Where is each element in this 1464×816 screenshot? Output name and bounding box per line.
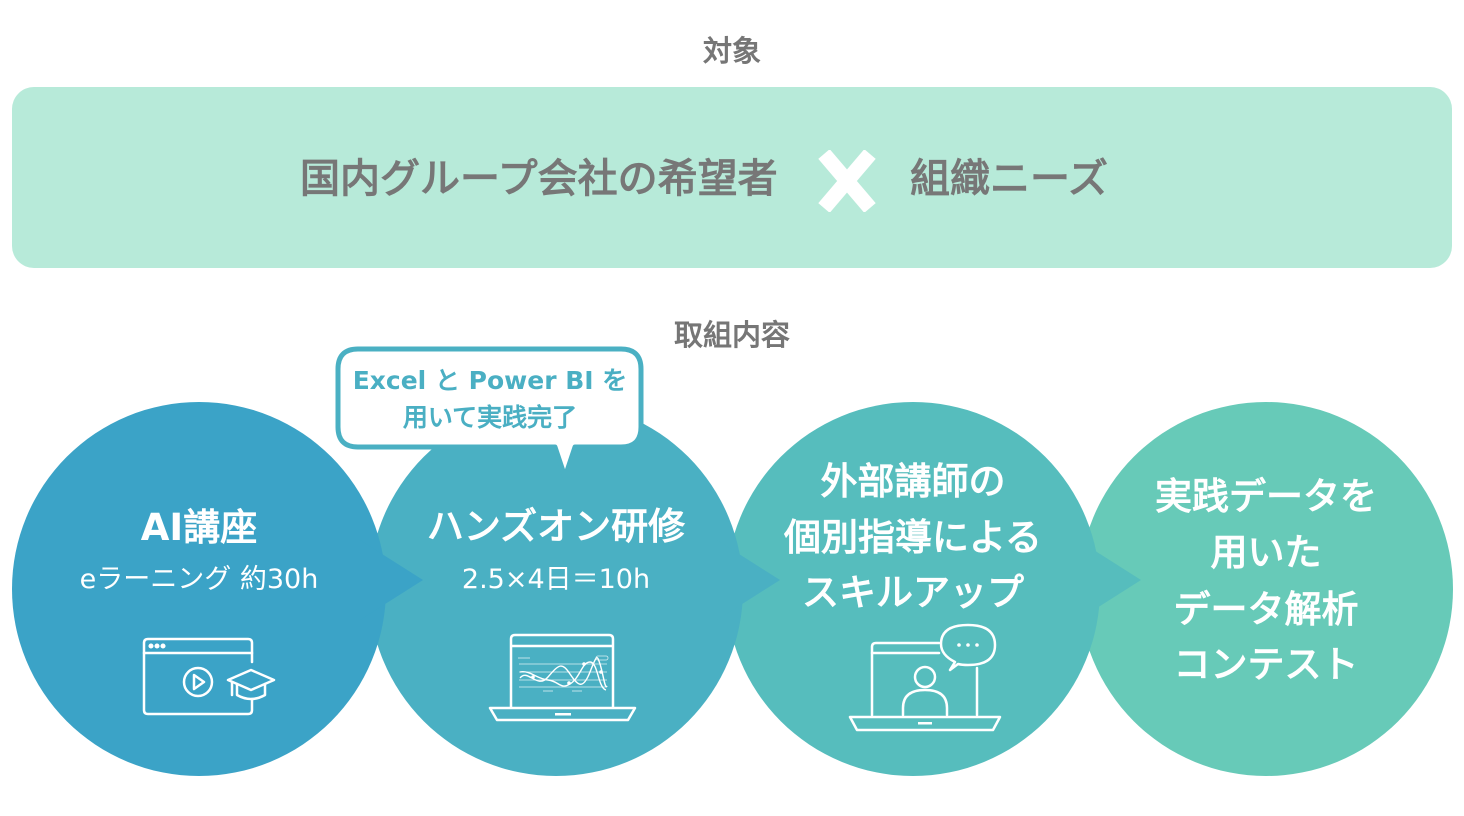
step-2-subtitle: 2.5×4日＝10h bbox=[461, 564, 651, 595]
elearning-video-graduation-icon bbox=[142, 637, 276, 716]
cross-icon bbox=[818, 150, 876, 212]
arrow-right-icon bbox=[1078, 540, 1141, 620]
step-4-title-line-3: データ解析 bbox=[1173, 588, 1359, 631]
callout-text-line-1: Excel と Power BI を bbox=[352, 366, 628, 395]
callout-text-line-2: 用いて実践完了 bbox=[402, 403, 578, 432]
target-audience-text: 国内グループ会社の希望者 bbox=[300, 156, 778, 202]
step-1-subtitle: eラーニング 約30h bbox=[79, 564, 319, 595]
video-call-laptop-icon bbox=[848, 623, 1002, 732]
step-3-circle bbox=[726, 402, 1141, 776]
step-4-title-line-4: コンテスト bbox=[1173, 643, 1359, 686]
step-2-title: ハンズオン研修 bbox=[426, 505, 686, 548]
step-2-circle bbox=[369, 402, 780, 776]
step-4-title-line-2: 用いた bbox=[1210, 531, 1322, 574]
target-section-label: 対象 bbox=[702, 34, 761, 68]
target-box bbox=[12, 87, 1452, 268]
step-4-title-line-1: 実践データを bbox=[1155, 475, 1377, 518]
arrow-right-icon bbox=[717, 540, 780, 620]
step-3-title-line-2: 個別指導による bbox=[784, 516, 1042, 559]
laptop-chart-icon bbox=[488, 633, 637, 722]
step-3-title-line-1: 外部講師の bbox=[820, 460, 1006, 503]
organization-needs-text: 組織ニーズ bbox=[910, 156, 1108, 202]
step-1-title: AI講座 bbox=[140, 506, 258, 549]
step-3-title-line-3: スキルアップ bbox=[802, 571, 1024, 614]
step-1-circle bbox=[12, 402, 423, 776]
callout-bubble bbox=[335, 346, 644, 480]
arrow-right-icon bbox=[360, 540, 423, 620]
activities-section-label: 取組内容 bbox=[673, 318, 790, 352]
step-4-circle bbox=[1079, 402, 1453, 776]
